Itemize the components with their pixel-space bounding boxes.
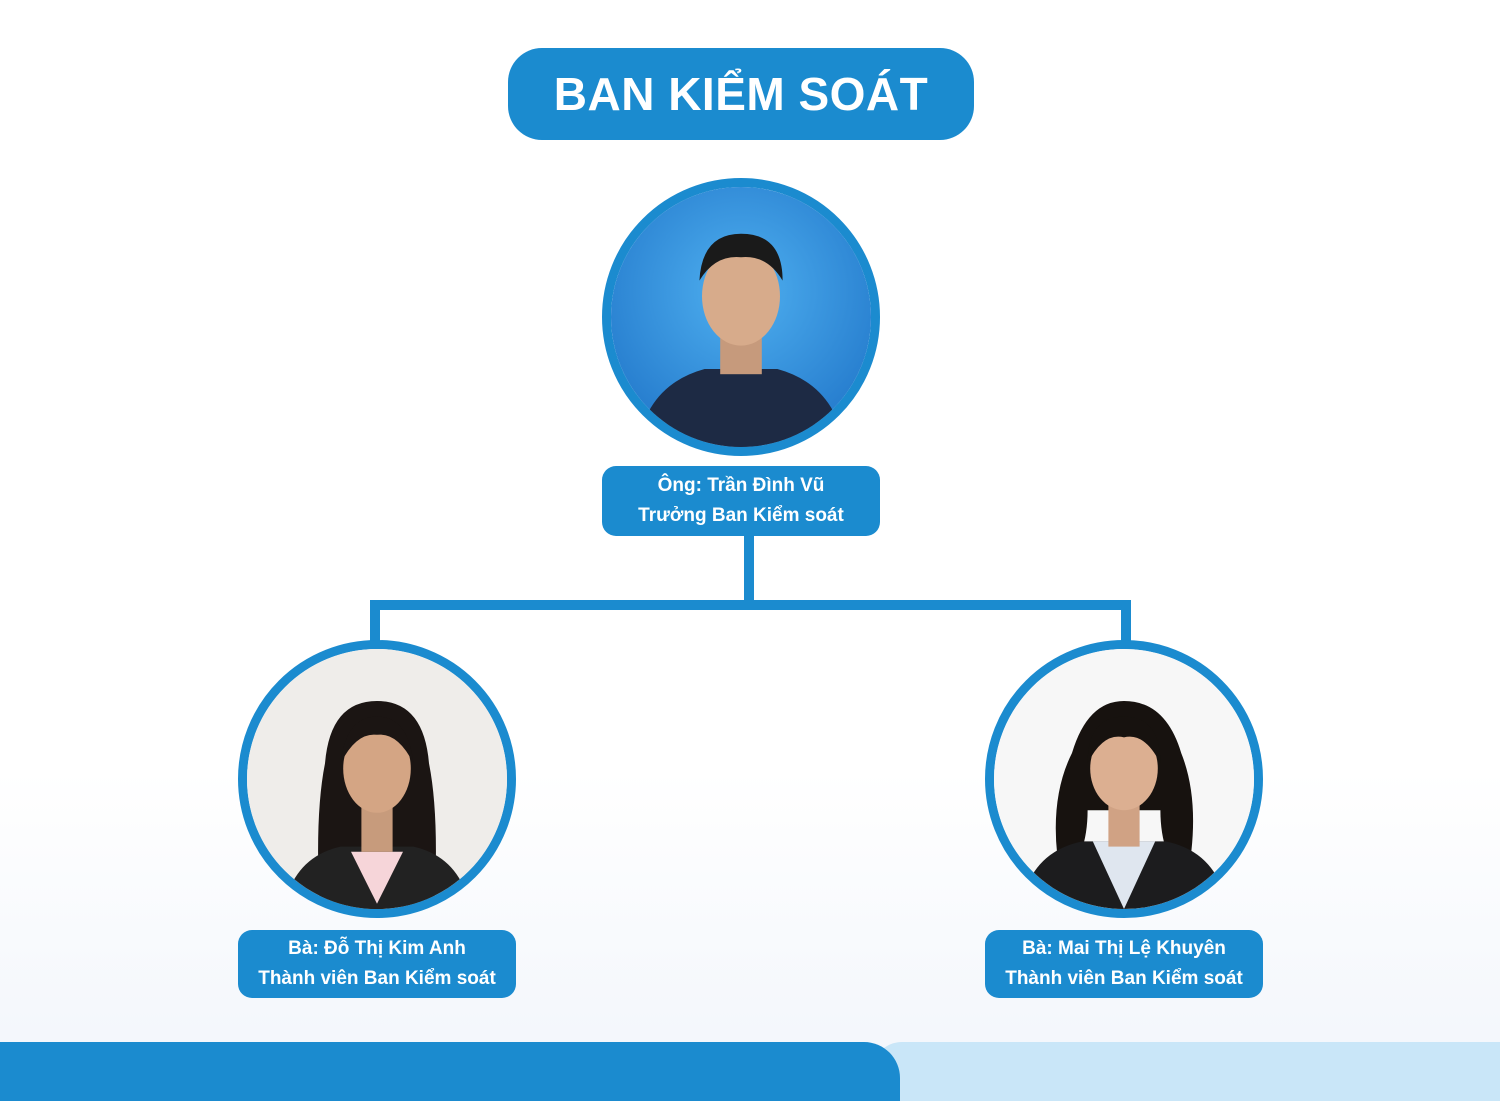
member-name-right: Bà: Mai Thị Lệ Khuyên [1022,938,1226,959]
member-portrait-photo-left [238,640,516,918]
head-role: Trưởng Ban Kiểm soát [638,505,844,526]
member-name-card-left: Bà: Đỗ Thị Kim Anh Thành viên Ban Kiểm s… [238,930,516,998]
head-name: Ông: Trần Đình Vũ [657,475,825,496]
footer-band-light [872,1042,1500,1101]
connector-vertical-right [1121,600,1131,644]
member-role-left: Thành viên Ban Kiểm soát [258,968,496,989]
connector-vertical-head [744,535,754,607]
connector-vertical-left [370,600,380,644]
member-name-left: Bà: Đỗ Thị Kim Anh [288,938,466,959]
footer-band-dark [0,1042,900,1101]
connector-horizontal [370,600,1131,610]
head-name-card: Ông: Trần Đình Vũ Trưởng Ban Kiểm soát [602,466,880,536]
member-role-right: Thành viên Ban Kiểm soát [1005,968,1243,989]
member-name-card-right: Bà: Mai Thị Lệ Khuyên Thành viên Ban Kiể… [985,930,1263,998]
page-title: BAN KIỂM SOÁT [508,48,974,140]
head-portrait-photo [602,178,880,456]
member-portrait-photo-right [985,640,1263,918]
